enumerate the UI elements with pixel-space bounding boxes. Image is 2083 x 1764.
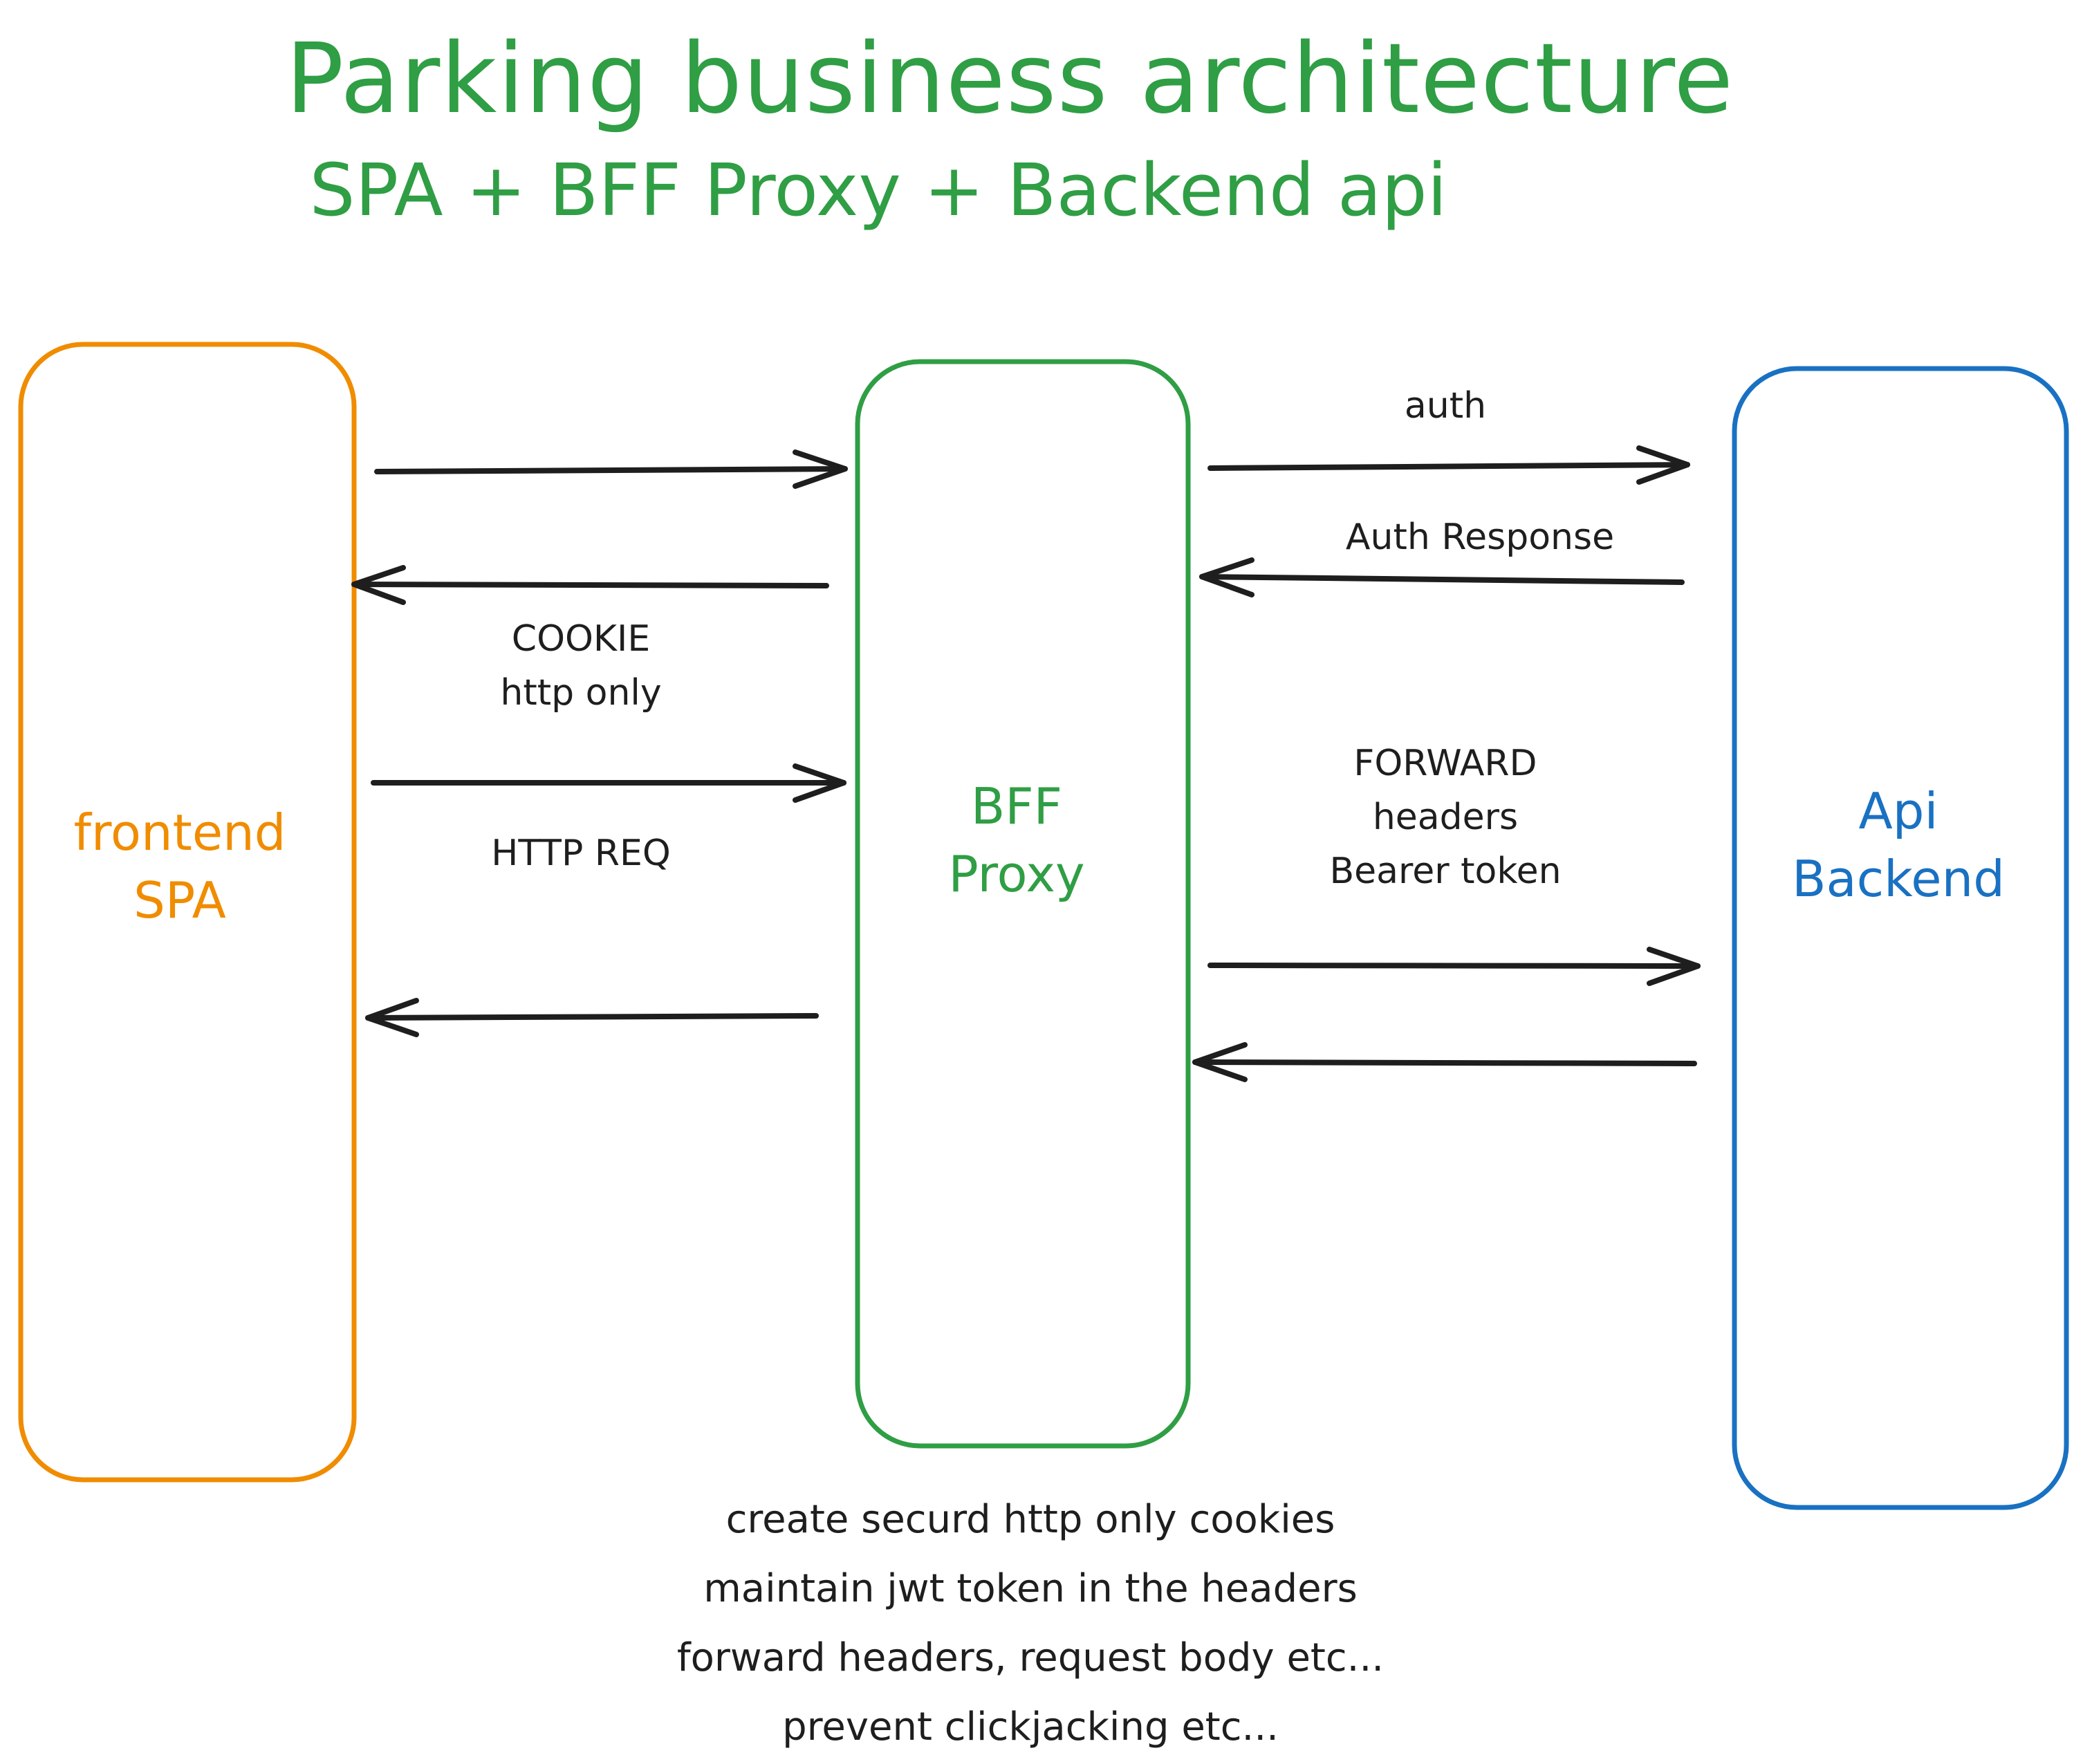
page-subtitle: SPA + BFF Proxy + Backend api xyxy=(309,148,1447,232)
forward-label-line3: Bearer token xyxy=(1329,851,1562,892)
frontend-spa-box xyxy=(18,342,357,1483)
backend-label-line2: Backend xyxy=(1792,850,2005,908)
http-req-label: HTTP REQ xyxy=(491,833,671,874)
auth-response-label: Auth Response xyxy=(1345,517,1615,558)
forward-headers-label: FORWARD headers Bearer token xyxy=(1238,736,1653,898)
frontend-spa-label: frontend SPA xyxy=(41,799,318,934)
frontend-label-line2: SPA xyxy=(133,871,226,929)
cookie-label-line2: http only xyxy=(500,672,662,714)
arrow-backend-to-bff-auth-response xyxy=(1199,557,1685,597)
arrow-frontend-to-bff-request xyxy=(374,449,848,489)
bff-label-line1: BFF xyxy=(970,777,1063,835)
auth-label: auth xyxy=(1404,385,1487,427)
bff-proxy-box xyxy=(855,359,1191,1449)
backend-label-line1: Api xyxy=(1858,782,1938,840)
arrow-bff-to-frontend-cookie xyxy=(351,565,829,605)
bff-proxy-label: BFF Proxy xyxy=(878,772,1155,908)
note-item: forward headers, request body etc... xyxy=(676,1635,1385,1680)
api-backend-label: Api Backend xyxy=(1760,777,2037,913)
cookie-http-only-label: COOKIE http only xyxy=(443,612,719,720)
forward-label-line2: headers xyxy=(1372,797,1519,838)
note-item: maintain jwt token in the headers xyxy=(703,1566,1358,1611)
bff-label-line2: Proxy xyxy=(948,845,1085,903)
arrow-backend-to-bff-response xyxy=(1192,1042,1697,1082)
arrow-bff-to-backend-auth xyxy=(1207,445,1690,485)
arrow-frontend-to-bff-http-req xyxy=(371,763,846,803)
frontend-label-line1: frontend xyxy=(73,804,286,862)
forward-label-line1: FORWARD xyxy=(1353,743,1537,784)
api-backend-box xyxy=(1732,366,2069,1510)
page-title: Parking business architecture xyxy=(285,23,1734,136)
bff-responsibilities-notes: create securd http only cookies maintain… xyxy=(615,1485,1445,1762)
arrow-bff-to-backend-forward xyxy=(1207,947,1701,986)
arrow-bff-to-frontend-response xyxy=(365,998,819,1037)
note-item: create securd http only cookies xyxy=(725,1497,1335,1542)
cookie-label-line1: COOKIE xyxy=(511,618,651,660)
note-item: prevent clickjacking etc... xyxy=(782,1705,1279,1749)
